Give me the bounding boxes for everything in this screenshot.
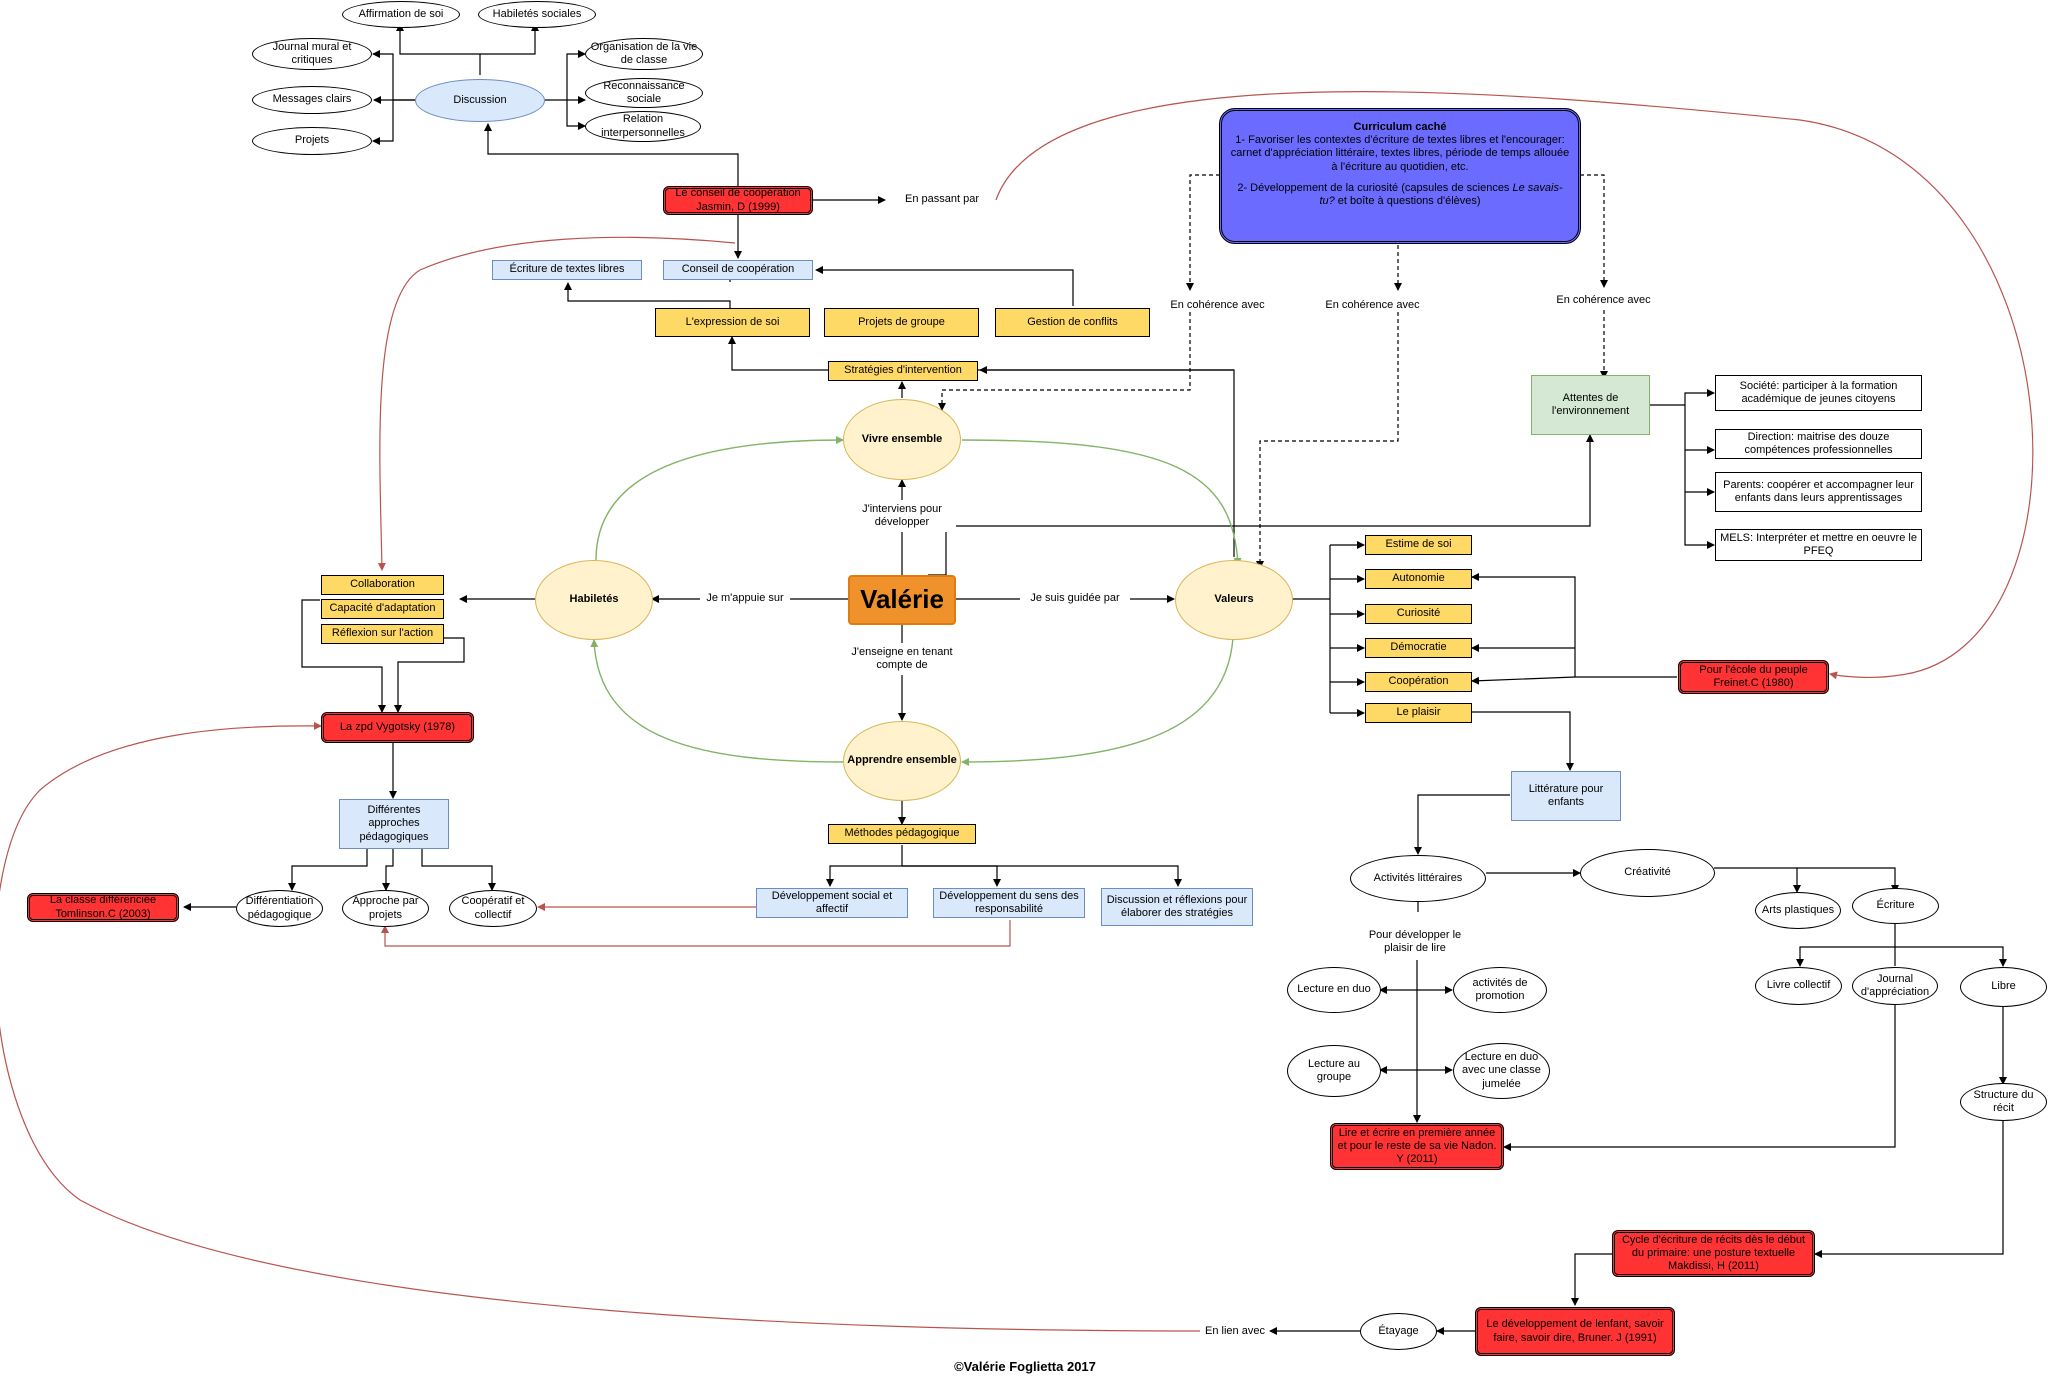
projets-groupe-box: Projets de groupe [824, 308, 979, 337]
messages-node: Messages clairs [252, 86, 372, 114]
activites-promotion-node: activités de promotion [1453, 967, 1547, 1013]
arts-plastiques-node: Arts plastiques [1755, 892, 1841, 929]
lecture-jumelee-node: Lecture en duo avec une classe jumelée [1453, 1043, 1550, 1099]
reflexion-action-box: Réflexion sur l'action [321, 624, 444, 644]
structure-recit-node: Structure du récit [1960, 1083, 2047, 1121]
attentes-environnement-box: Attentes de l'environnement [1531, 375, 1650, 435]
collaboration-box: Collaboration [321, 575, 444, 595]
journal-mural-node: Journal mural et critiques [252, 38, 372, 70]
curriculum-cache-box: Curriculum caché 1- Favoriser les contex… [1219, 108, 1581, 244]
capacite-adaptation-box: Capacité d'adaptation [321, 599, 444, 619]
cooperatif-collectif-node: Coopératif et collectif [449, 890, 537, 927]
lecture-groupe-node: Lecture au groupe [1287, 1045, 1381, 1097]
relation-node: Relation interpersonnelles [585, 111, 701, 142]
differentiation-node: Différentiation pédagogique [236, 890, 323, 927]
curriculum-item-2: 2- Développement de la curiosité (capsul… [1237, 181, 1563, 207]
parents-box: Parents: coopérer et accompagner leur en… [1715, 472, 1922, 512]
ecriture-textes-libres-box: Écriture de textes libres [492, 260, 642, 280]
edge-center-attentes [928, 434, 1594, 576]
direction-box: Direction: maitrise des douze compétence… [1715, 429, 1922, 459]
valeurs-node: Valeurs [1175, 560, 1293, 640]
label-appuie: Je m'appuie sur [700, 590, 790, 608]
conseil-cooperation-box: Conseil de coopération [663, 260, 813, 280]
autonomie-box: Autonomie [1365, 569, 1472, 589]
label-enseigne: J'enseigne en tenant compte de [840, 643, 964, 675]
plaisir-box: Le plaisir [1365, 703, 1472, 723]
litterature-enfants-box: Littérature pour enfants [1511, 771, 1621, 821]
label-plaisir-lire: Pour développer le plaisir de lire [1365, 926, 1465, 958]
curriculum-title: Curriculum caché [1353, 121, 1447, 133]
freinet-ref: Pour l'école du peuple Freinet.C (1980) [1678, 660, 1829, 694]
reconnaissance-node: Reconnaissance sociale [585, 78, 703, 108]
label-guidee: Je suis guidée par [1020, 590, 1130, 608]
apprendre-ensemble-node: Apprendre ensemble [843, 721, 961, 801]
expression-soi-box: L'expression de soi [655, 308, 810, 337]
estime-soi-box: Estime de soi [1365, 535, 1472, 555]
developpement-social-box: Développement social et affectif [756, 888, 908, 918]
approche-projets-node: Approche par projets [342, 890, 429, 927]
cooperation-box: Coopération [1365, 672, 1472, 692]
activites-litteraires-node: Activités littéraires [1350, 855, 1486, 902]
curriculum-item-1: 1- Favoriser les contextes d'écriture de… [1230, 134, 1570, 173]
livre-collectif-node: Livre collectif [1755, 967, 1842, 1005]
mels-box: MELS: Interpréter et mettre en oeuvre le… [1715, 529, 1922, 561]
gestion-conflits-box: Gestion de conflits [995, 308, 1150, 337]
copyright-footer: ©Valérie Foglietta 2017 [954, 1359, 1096, 1375]
ecriture-node: Écriture [1852, 888, 1939, 924]
societe-box: Société: participer à la formation acadé… [1715, 375, 1922, 411]
lecture-duo-node: Lecture en duo [1287, 967, 1381, 1013]
label-en-passant-par: En passant par [905, 193, 979, 206]
conseil-cooperation-ref: Le conseil de coopération Jasmin, D (199… [663, 186, 813, 215]
differentes-approches-box: Différentes approches pédagogiques [339, 799, 449, 849]
vivre-ensemble-node: Vivre ensemble [843, 399, 961, 480]
makdissi-ref: Cycle d'écriture de récits dès le début … [1612, 1230, 1815, 1277]
projets-node: Projets [252, 127, 372, 155]
tomlinson-ref: La classe différenciée Tomlinson.C (2003… [27, 893, 179, 922]
valerie-center-node: Valérie [848, 575, 956, 625]
organisation-node: Organisation de la vie de classe [585, 38, 703, 70]
creativite-node: Créativité [1580, 849, 1715, 897]
affirmation-node: Affirmation de soi [342, 1, 460, 28]
methodes-pedagogique-box: Méthodes pédagogique [828, 824, 976, 844]
label-en-lien-avec: En lien avec [1205, 1325, 1265, 1338]
zpd-vygotsky-ref: La zpd Vygotsky (1978) [321, 712, 474, 743]
discussion-strategies-box: Discussion et réflexions pour élaborer d… [1101, 888, 1253, 926]
bruner-ref: Le développement de lenfant, savoir fair… [1475, 1307, 1675, 1356]
label-coherence-1: En cohérence avec [1170, 299, 1265, 312]
habiletes-node: Habiletés [535, 560, 653, 640]
label-coherence-2: En cohérence avec [1325, 299, 1420, 312]
curiosite-box: Curiosité [1365, 604, 1472, 624]
label-coherence-3: En cohérence avec [1556, 294, 1651, 307]
developpement-sens-box: Développement du sens des responsabilité [933, 888, 1085, 918]
discussion-node: Discussion [415, 79, 545, 122]
libre-node: Libre [1960, 967, 2047, 1007]
label-interviens: J'interviens pour développer [848, 500, 956, 532]
habiletes-sociales-node: Habiletés sociales [478, 1, 596, 28]
nadon-ref: Lire et écrire en première année et pour… [1330, 1123, 1504, 1170]
democratie-box: Démocratie [1365, 638, 1472, 658]
etayage-node: Étayage [1360, 1313, 1437, 1350]
journal-appreciation-node: Journal d'appréciation [1852, 967, 1938, 1005]
strategies-intervention-box: Stratégies d'intervention [828, 361, 978, 381]
